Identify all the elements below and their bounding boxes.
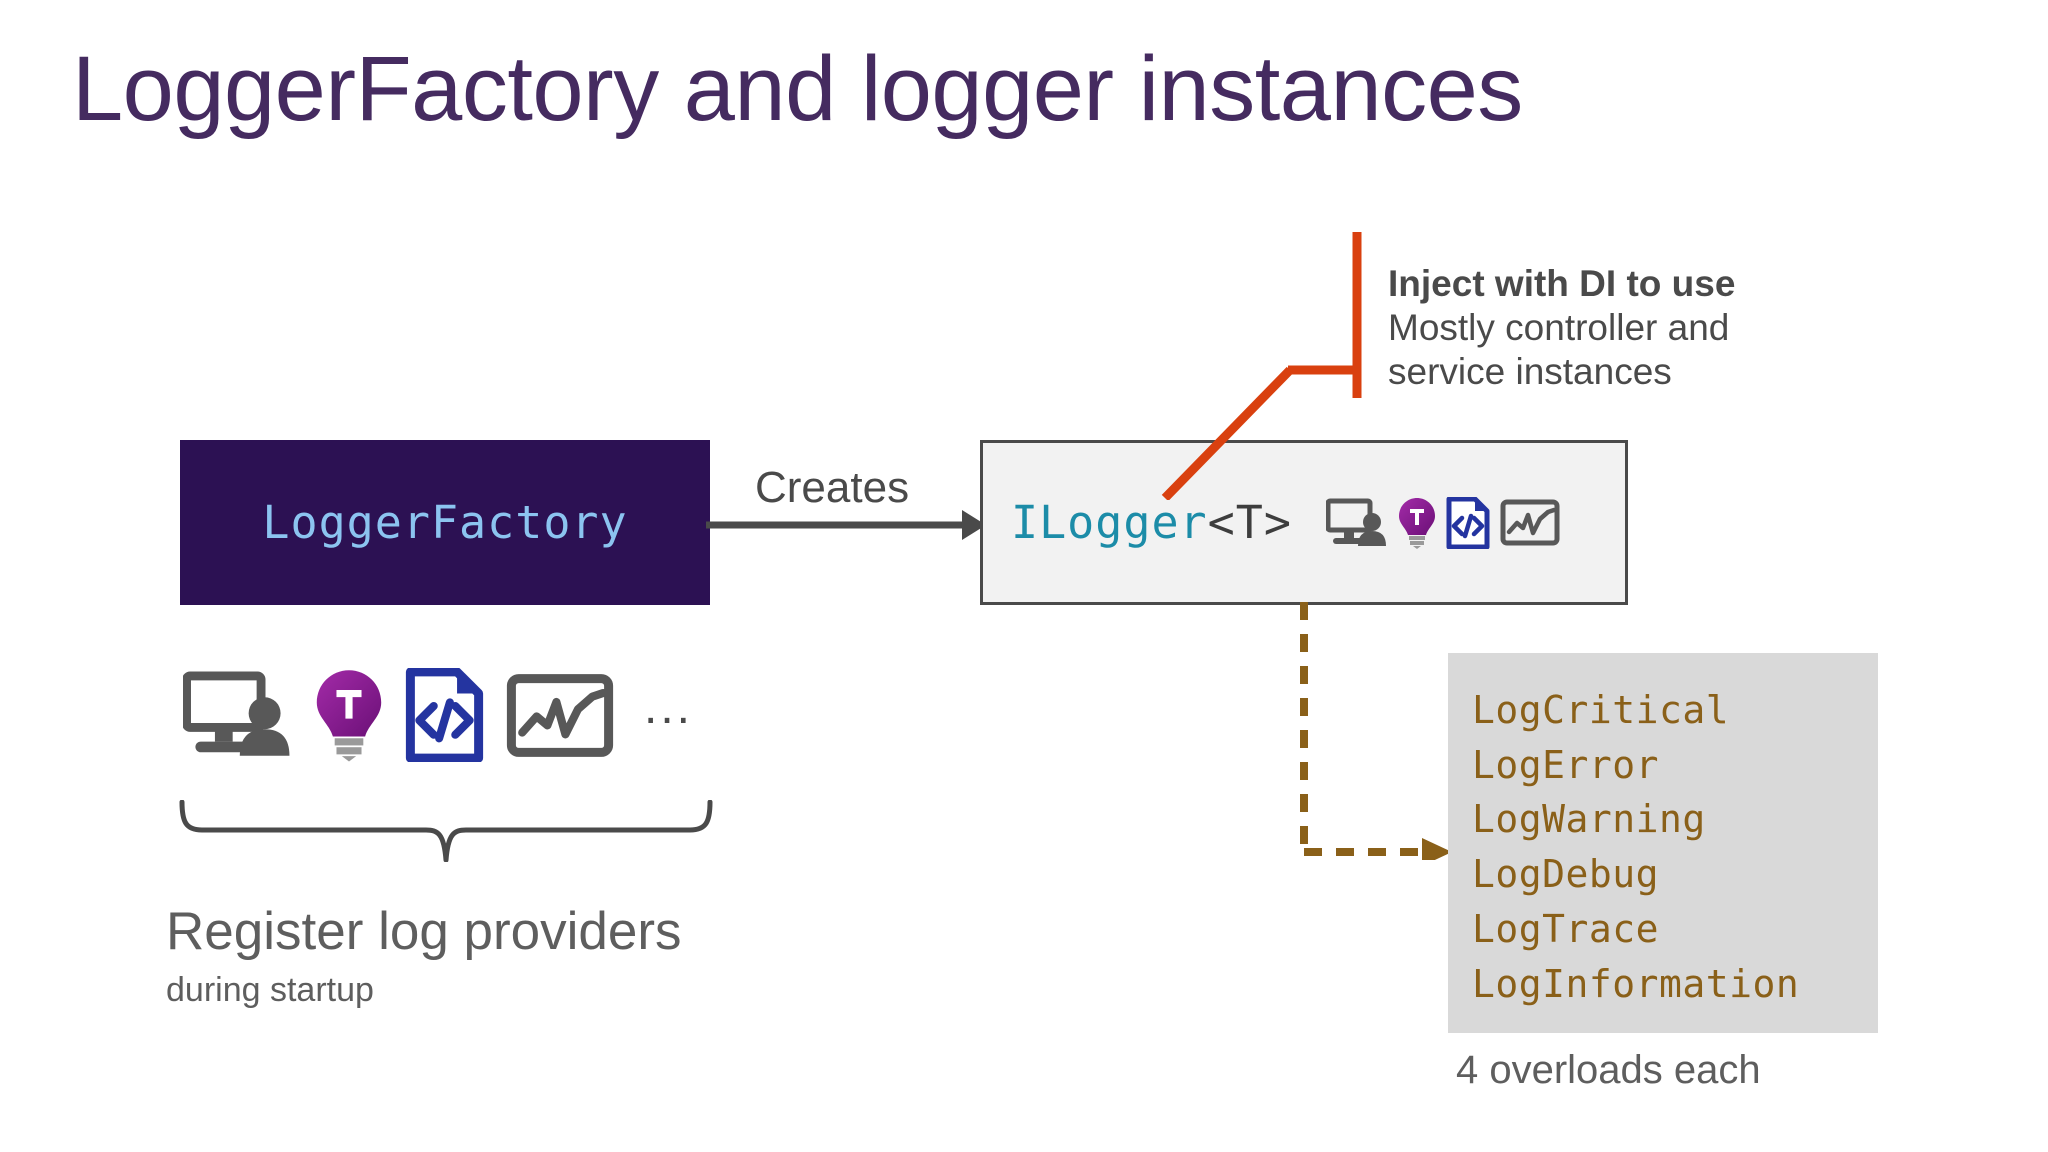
register-providers-caption-sub: during startup bbox=[166, 971, 374, 1010]
event-chart-icon bbox=[506, 673, 614, 757]
console-monitor-person-icon bbox=[183, 671, 290, 756]
debug-lightbulb-icon bbox=[1398, 497, 1435, 549]
log-method-item: LogDebug bbox=[1472, 852, 1660, 897]
log-method-item: LogInformation bbox=[1472, 961, 1800, 1006]
log-methods-dashed-connector bbox=[1300, 602, 1452, 860]
di-callout-line-1: Mostly controller and bbox=[1388, 307, 1730, 349]
console-monitor-person-icon bbox=[1325, 498, 1386, 546]
di-callout-heading: Inject with DI to use bbox=[1388, 263, 1736, 304]
page-title: LoggerFactory and logger instances bbox=[72, 38, 1523, 140]
log-methods-panel: LogCritical LogError LogWarning LogDebug… bbox=[1448, 653, 1878, 1033]
ilogger-label: ILogger<T> bbox=[1011, 496, 1292, 549]
di-callout-text: Inject with DI to use Mostly controller … bbox=[1388, 262, 1858, 394]
overloads-note: 4 overloads each bbox=[1456, 1048, 1761, 1092]
creates-arrow-icon bbox=[706, 510, 986, 540]
provider-ellipsis: ... bbox=[644, 681, 694, 734]
di-callout-line-2: service instances bbox=[1388, 351, 1672, 393]
logger-factory-box[interactable]: LoggerFactory bbox=[180, 440, 710, 605]
provider-icon-row: ... bbox=[183, 668, 693, 762]
ilogger-provider-icons bbox=[1325, 496, 1560, 549]
log-method-item: LogWarning bbox=[1472, 797, 1706, 842]
debug-lightbulb-icon bbox=[316, 670, 382, 762]
di-callout-connector-line bbox=[1161, 232, 1362, 500]
event-chart-icon bbox=[1500, 499, 1560, 546]
source-code-file-icon bbox=[405, 668, 484, 762]
source-code-file-icon bbox=[1446, 496, 1490, 549]
register-providers-caption: Register log providers during startup bbox=[166, 902, 682, 1010]
provider-group-brace bbox=[179, 800, 713, 862]
log-method-item: LogCritical bbox=[1472, 688, 1730, 732]
ilogger-generic-param: <T> bbox=[1207, 496, 1292, 549]
creates-arrow-label: Creates bbox=[755, 463, 910, 512]
ilogger-type-name: ILogger bbox=[1011, 496, 1208, 549]
register-providers-caption-main: Register log providers bbox=[166, 902, 682, 961]
ilogger-box[interactable]: ILogger<T> bbox=[980, 440, 1628, 605]
log-method-item: LogTrace bbox=[1472, 906, 1660, 951]
log-method-item: LogError bbox=[1472, 742, 1660, 787]
logger-factory-label: LoggerFactory bbox=[262, 496, 628, 549]
